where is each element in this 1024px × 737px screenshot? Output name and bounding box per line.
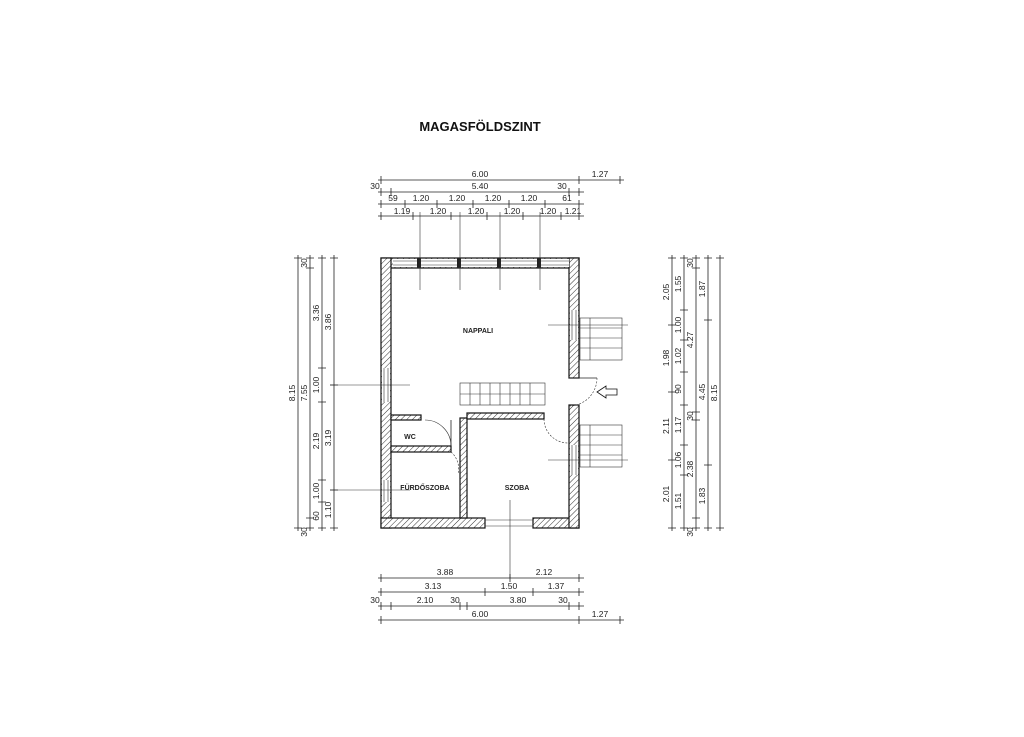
dim-left-c2: 7.55 [299,384,309,401]
dim-left-c3: 1.00 [311,482,321,499]
dim-right-c2: 1.02 [673,347,683,364]
dim-left-c4: 1.10 [323,501,333,518]
dim-top-r3: 1.20 [485,193,502,203]
dim-right-c5: 8.15 [709,384,719,401]
dim-left-c2: 30 [299,527,309,537]
dim-top-r2: 5.40 [472,181,489,191]
dim-top-total: 6.00 [472,169,489,179]
dim-right-c2: 1.17 [673,416,683,433]
dim-top-r4: 1.20 [504,206,521,216]
bottom-dimensions: 3.88 2.12 3.13 1.50 1.37 30 2.10 30 3.80… [370,567,624,624]
dim-left-c1: 8.15 [287,384,297,401]
dim-right-c1: 1.98 [661,349,671,366]
dim-right-c1: 2.11 [661,418,671,434]
dim-right-c4: 4.45 [697,383,707,400]
dim-top-r4: 1.20 [468,206,485,216]
dim-bottom-r1: 3.88 [437,567,454,577]
dim-top-r4: 1.21 [565,206,582,216]
dim-right-c4: 1.83 [697,487,707,504]
dim-left-c4: 3.19 [323,429,333,446]
dim-top-r4: 1.20 [430,206,447,216]
dim-top-r3: 1.20 [521,193,538,203]
dim-bottom-r4: 6.00 [472,609,489,619]
dim-bottom-r2: 1.50 [501,581,518,591]
dim-top-r4: 1.20 [540,206,557,216]
room-label-bath: FÜRDŐSZOBA [400,483,449,492]
dim-right-c4: 1.87 [697,280,707,297]
dim-top-r2: 30 [370,181,380,191]
dim-right-c2: 1.06 [673,451,683,468]
dim-right-c2: 90 [673,384,683,394]
dim-right-c3: 30 [685,527,695,537]
exterior-steps [548,317,628,468]
left-dimensions: 8.15 30 7.55 30 3.36 1.00 2.19 1.00 60 3… [287,255,338,537]
staircase [459,382,546,406]
dim-top-ext: 1.27 [592,169,609,179]
dim-bottom-r4: 1.27 [592,609,609,619]
top-dimensions: 6.00 1.27 30 5.40 30 59 1.20 1.20 1.20 1… [370,169,624,220]
dim-right-c1: 2.01 [661,485,671,502]
dim-left-c2: 30 [299,258,309,268]
dim-right-c3: 4.27 [685,331,695,348]
entrance [424,377,618,475]
dim-left-c4: 3.86 [323,313,333,330]
dim-left-c3: 2.19 [311,432,321,449]
dim-right-c2: 1.51 [673,492,683,509]
dim-top-r4: 1.19 [394,206,411,216]
dim-right-c3: 30 [685,411,695,421]
dim-bottom-r3: 30 [558,595,568,605]
dim-bottom-r2: 1.37 [548,581,565,591]
room-label-room: SZOBA [505,485,530,492]
dim-left-c3: 60 [311,511,321,521]
plan-title: MAGASFÖLDSZINT [419,119,540,134]
dim-right-c2: 1.55 [673,275,683,292]
room-label-wc: WC [404,434,416,441]
dim-top-r3: 61 [562,193,572,203]
dim-right-c3: 2.38 [685,460,695,477]
dim-top-r3: 59 [388,193,398,203]
dim-bottom-r1: 2.12 [536,567,553,577]
dim-bottom-r3: 2.10 [417,595,434,605]
room-label-living: NAPPALI [463,328,493,335]
dim-bottom-r3: 3.80 [510,595,527,605]
dim-right-c2: 1.00 [673,316,683,333]
right-dimensions: 2.05 1.98 2.11 2.01 1.55 1.00 1.02 90 1.… [661,255,724,537]
dim-top-r3: 1.20 [413,193,430,203]
dim-left-c3: 3.36 [311,304,321,321]
dim-top-r2: 30 [557,181,567,191]
reference-lines [330,212,541,578]
dim-bottom-r3: 30 [370,595,380,605]
dim-bottom-r3: 30 [450,595,460,605]
dim-right-c1: 2.05 [661,283,671,300]
dim-right-c3: 30 [685,258,695,268]
dim-left-c3: 1.00 [311,376,321,393]
dim-top-r3: 1.20 [449,193,466,203]
dim-bottom-r2: 3.13 [425,581,442,591]
